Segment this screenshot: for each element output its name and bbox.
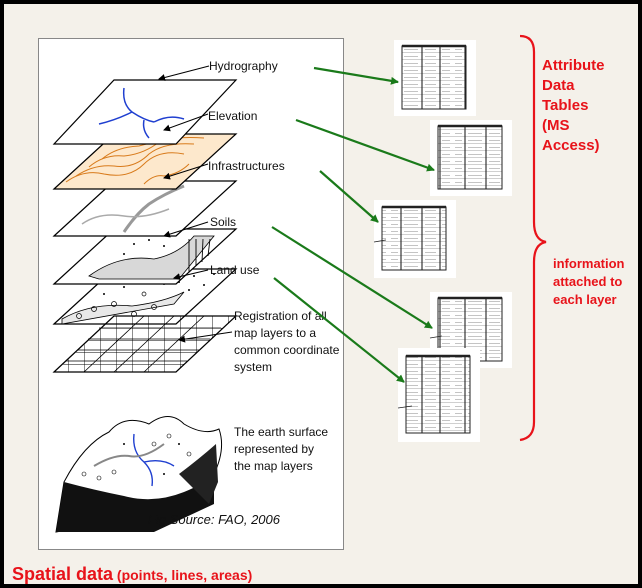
- caption-sub: (points, lines, areas): [113, 567, 253, 583]
- attribute-label-4: (MS: [542, 117, 570, 134]
- attribute-table: [394, 40, 476, 116]
- layer-soils: [52, 228, 238, 285]
- label-elevation: Elevation: [208, 109, 257, 123]
- attribute-table: [430, 120, 512, 196]
- label-infrastructures: Infrastructures: [208, 159, 285, 173]
- caption-main: Spatial data: [12, 564, 114, 584]
- layer-coordinate-grid: [52, 315, 238, 373]
- attribute-table: [373, 200, 456, 278]
- information-label-1: information: [553, 256, 625, 271]
- attribute-label-2: Data: [542, 77, 575, 94]
- attribute-table: [397, 348, 480, 442]
- label-hydrography: Hydrography: [209, 59, 278, 73]
- layer-pointer-lines: [158, 65, 233, 343]
- information-label-3: each layer: [553, 292, 617, 307]
- label-registration-3: common coordinate: [234, 343, 340, 357]
- label-earth-1: The earth surface: [234, 425, 328, 439]
- layer-diagram: Hydrography Elevation Infrastructures So…: [52, 34, 625, 533]
- slide-frame: Hydrography Elevation Infrastructures So…: [4, 4, 638, 584]
- label-registration-2: map layers to a: [234, 326, 316, 340]
- label-earth-2: represented by: [234, 442, 314, 456]
- label-land-use: Land use: [210, 263, 260, 277]
- earth-surface-terrain: [55, 416, 223, 533]
- attribute-label-5: Access): [542, 137, 600, 154]
- information-label-2: attached to: [553, 274, 622, 289]
- fig-source: Fig Source: FAO, 2006: [148, 512, 281, 527]
- red-brace: [519, 34, 547, 442]
- label-registration-1: Registration of all: [234, 309, 327, 323]
- layer-infrastructures: [52, 180, 238, 237]
- label-registration-4: system: [234, 360, 272, 374]
- attribute-tables: [373, 40, 512, 442]
- label-earth-3: the map layers: [234, 459, 313, 473]
- slide-caption: Spatial data (points, lines, areas): [12, 564, 252, 585]
- label-soils: Soils: [210, 215, 236, 229]
- attribute-label-3: Tables: [542, 97, 588, 114]
- link-arrows: [271, 66, 435, 383]
- attribute-label-1: Attribute: [542, 57, 605, 74]
- layer-hydrography: [52, 79, 238, 145]
